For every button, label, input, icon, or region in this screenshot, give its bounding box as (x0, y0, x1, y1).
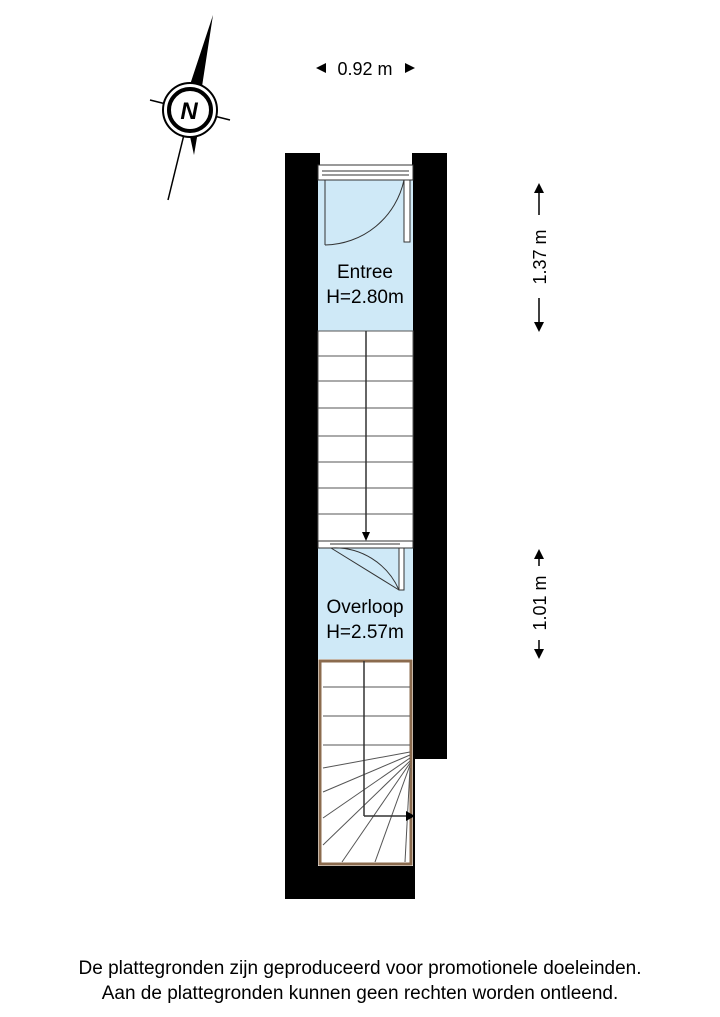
room-entree-name: Entree (337, 262, 393, 283)
stair-upper (317, 330, 414, 542)
disclaimer-line-2: Aan de plattegronden kunnen geen rechten… (101, 983, 619, 1004)
entree-depth-label: 1.37 m (530, 229, 550, 284)
room-entree-height: H=2.80m (326, 287, 404, 308)
width-dimension: 0.92 m (316, 59, 415, 79)
disclaimer: De plattegronden zijn geproduceerd voor … (0, 956, 720, 1006)
room-entree: Entree H=2.80m (317, 164, 414, 331)
width-dimension-label: 0.92 m (337, 59, 392, 79)
stair-lower (318, 659, 415, 866)
walls (285, 153, 447, 899)
floor-plan: N 0.92 m 1.37 m 1.01 m (149, 15, 550, 899)
compass-letter: N (180, 98, 198, 125)
entrance-door-frame (317, 164, 414, 181)
compass-icon: N (149, 15, 231, 201)
disclaimer-line-1: De plattegronden zijn geproduceerd voor … (78, 958, 642, 979)
room-overloop-height: H=2.57m (326, 622, 404, 643)
entrance-door (324, 179, 411, 246)
overloop-depth-label: 1.01 m (530, 575, 550, 630)
room-overloop-name: Overloop (326, 597, 403, 618)
entree-depth-dimension: 1.37 m (530, 183, 550, 332)
room-overloop: Overloop H=2.57m (317, 540, 414, 659)
overloop-depth-dimension: 1.01 m (530, 549, 550, 659)
overloop-door (330, 547, 405, 591)
